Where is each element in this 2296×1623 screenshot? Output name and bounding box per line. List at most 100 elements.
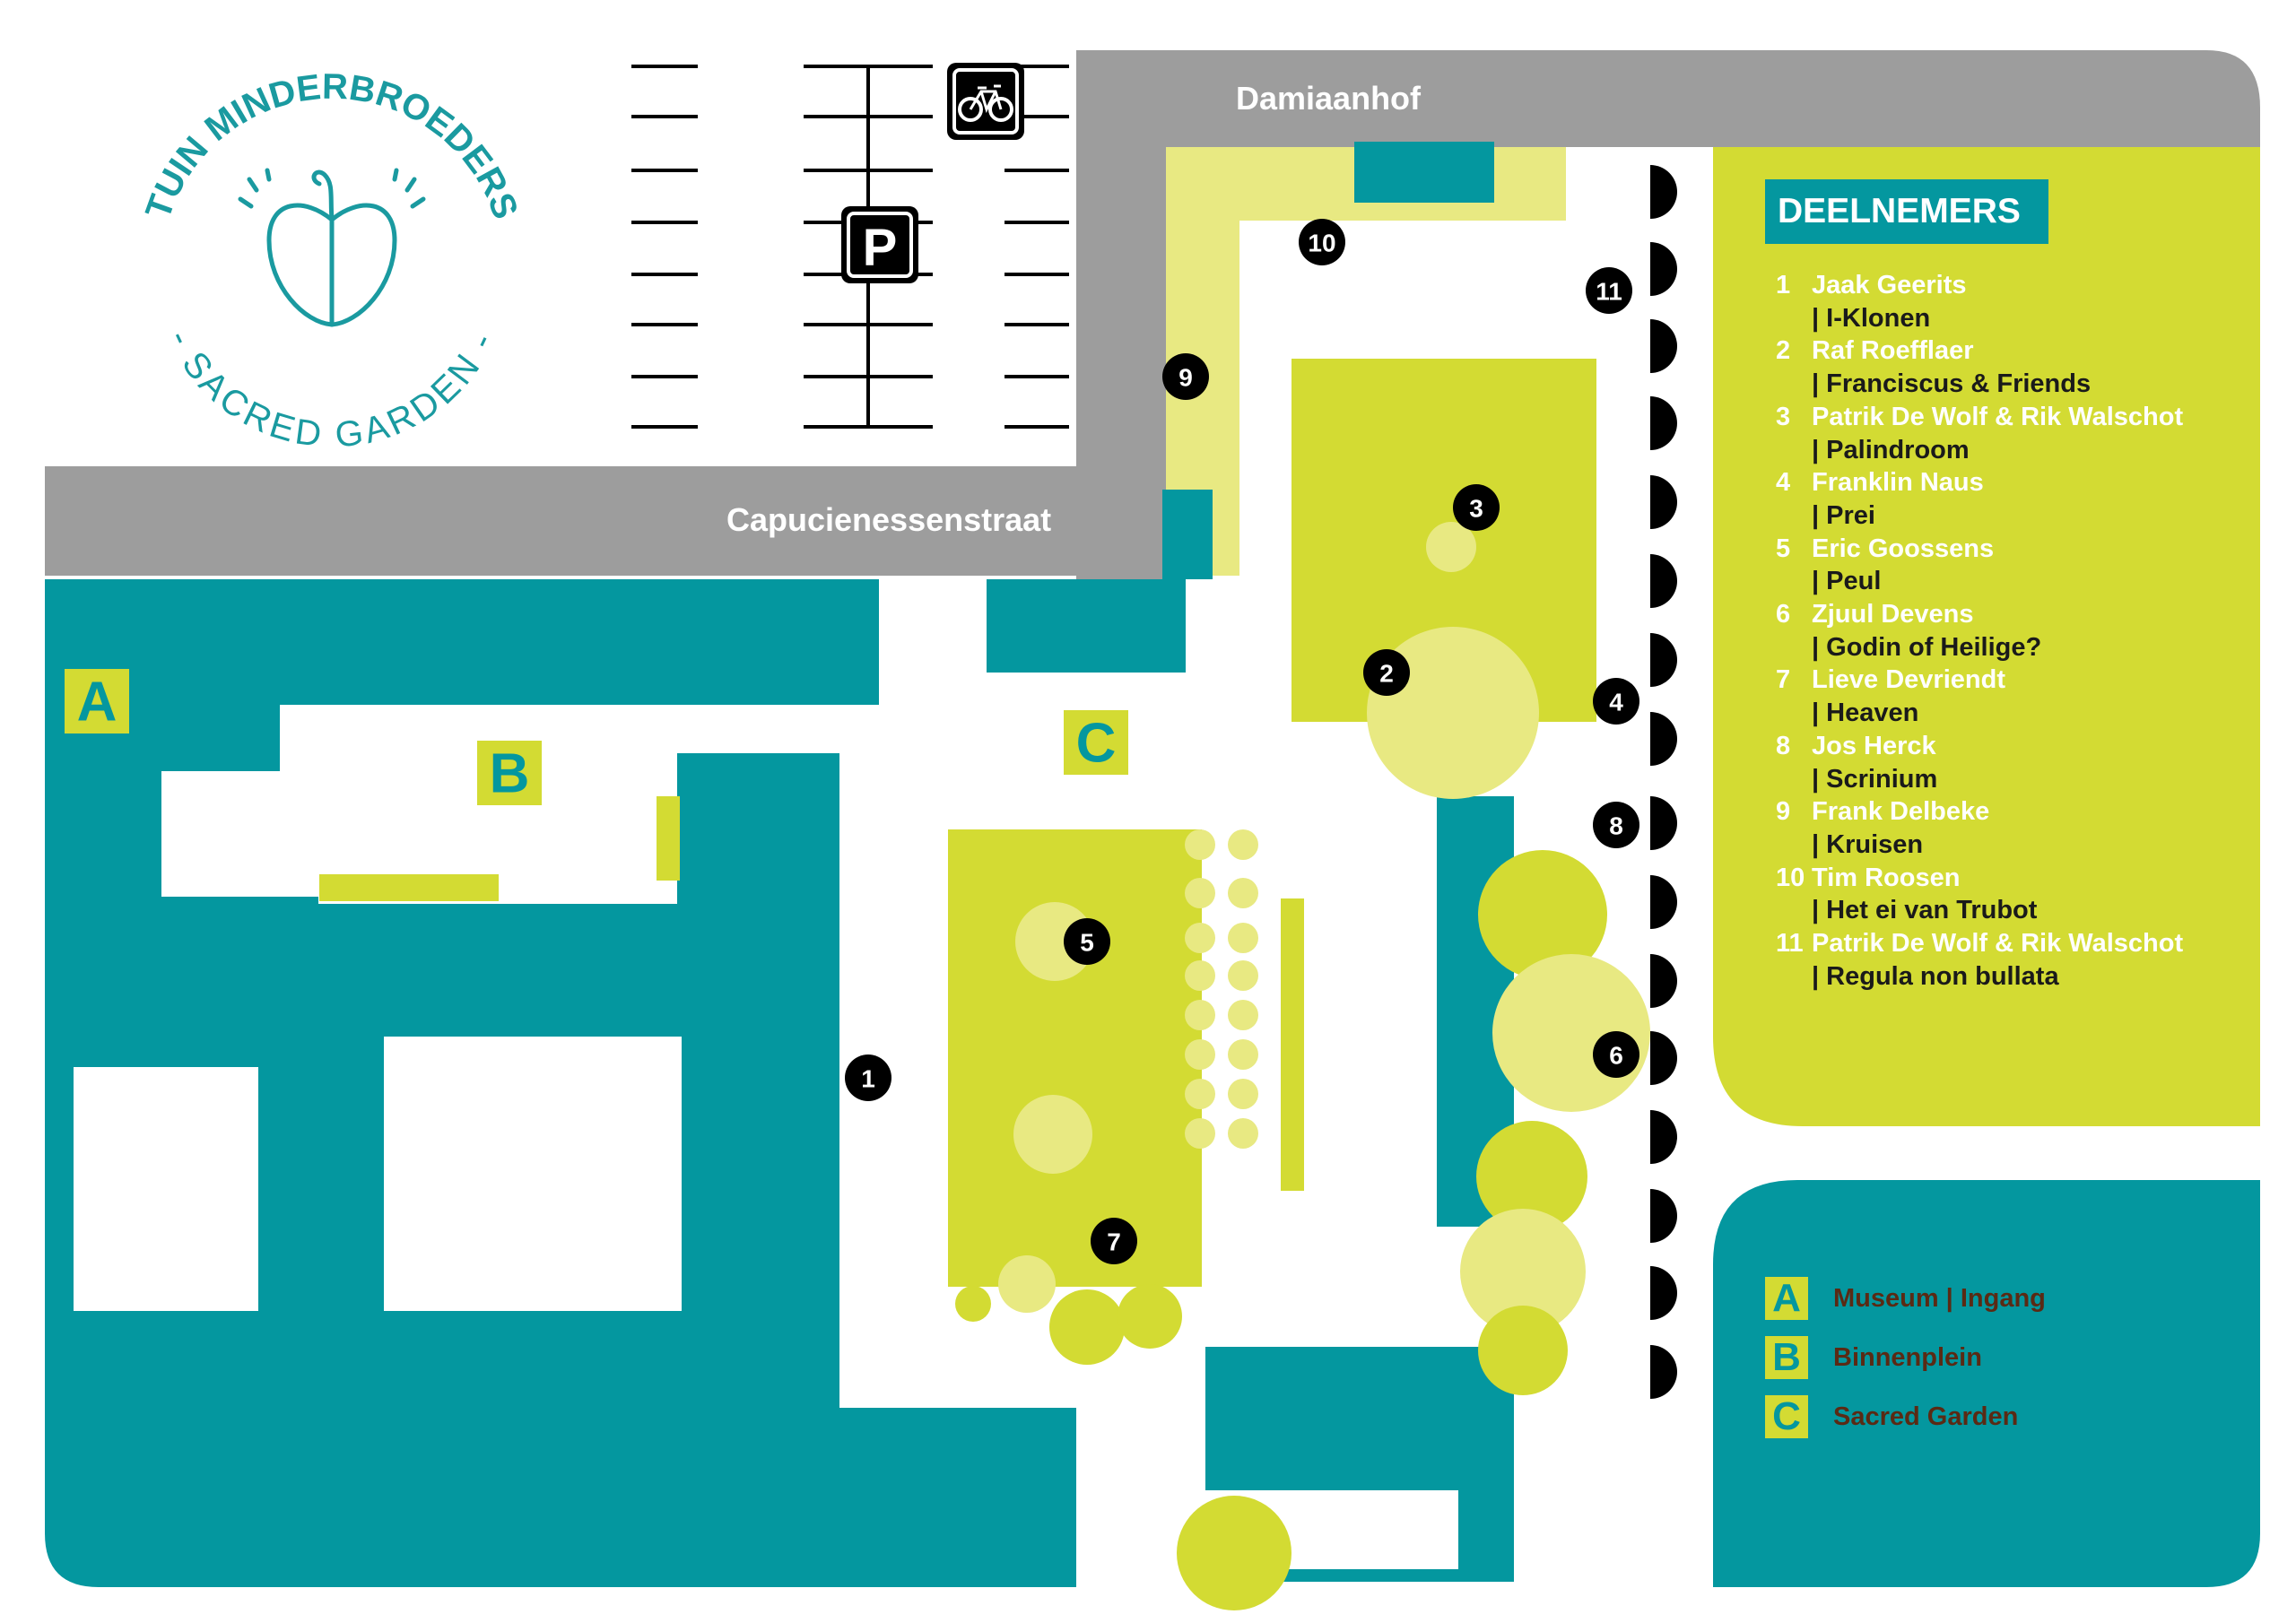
participant-work: | Franciscus & Friends	[1812, 369, 2092, 399]
participant-name: Tim Roosen	[1812, 863, 1961, 892]
legend-letter: B	[1765, 1336, 1808, 1379]
marker-number: 1	[861, 1065, 875, 1093]
tree	[1367, 627, 1539, 799]
legend-panel-bg	[1713, 1180, 2260, 1587]
small-tree	[1185, 1079, 1215, 1109]
small-tree	[1185, 960, 1215, 991]
participant-name: Frank Delbeke	[1812, 797, 1990, 827]
marker-number: 9	[1178, 364, 1193, 392]
hedge-marker	[1650, 796, 1677, 850]
marker-4: 4	[1593, 678, 1639, 725]
hedge-marker	[1650, 712, 1677, 766]
tree	[1013, 1095, 1092, 1174]
participant-row: 2 Raf Roefflaer	[1776, 334, 2296, 368]
logo: TUIN MINDERBROEDERS - SACRED GARDEN -	[138, 67, 525, 456]
participant-name: Zjuul Devens	[1812, 600, 1974, 629]
tree	[1478, 1306, 1568, 1395]
legend-letter: C	[1765, 1395, 1808, 1438]
participant-row: 7 Lieve Devriendt	[1776, 664, 2296, 697]
marker-11: 11	[1586, 267, 1632, 314]
svg-text:B: B	[490, 743, 530, 805]
participant-work: | Peul	[1812, 567, 1882, 596]
marker-circle	[1586, 267, 1632, 314]
marker-6: 6	[1593, 1031, 1639, 1078]
svg-text:C: C	[1076, 713, 1117, 775]
marker-10: 10	[1299, 219, 1345, 265]
parking-icon: P	[841, 206, 918, 283]
participant-work: | Heaven	[1812, 699, 1919, 728]
white-area-2	[384, 1037, 682, 1311]
participant-work: | Het ei van Trubot	[1812, 896, 2038, 925]
participant-name: Raf Roefflaer	[1812, 336, 1974, 366]
tree	[1492, 954, 1650, 1112]
marker-circle	[1299, 219, 1345, 265]
participant-work: | Godin of Heilige?	[1812, 632, 2042, 662]
participants-title: DEELNEMERS	[1765, 179, 2048, 244]
participant-number: 11	[1776, 929, 1804, 959]
participant-name: Lieve Devriendt	[1812, 665, 2005, 695]
participant-number: 1	[1776, 271, 1791, 299]
hedge-marker	[1650, 242, 1677, 296]
marker-circle	[1593, 678, 1639, 725]
marker-circle	[1363, 649, 1410, 696]
marker-7: 7	[1091, 1218, 1137, 1264]
small-tree	[1185, 878, 1215, 908]
participant-number: 6	[1776, 600, 1791, 629]
svg-text:A: A	[77, 672, 117, 733]
participant-number: 4	[1776, 468, 1791, 498]
small-tree	[1228, 960, 1258, 991]
marker-circle	[1064, 918, 1110, 965]
hedge-markers	[1650, 165, 1677, 1399]
logo-bottom-text: - SACRED GARDEN -	[161, 324, 503, 455]
marker-circle	[1091, 1218, 1137, 1264]
lime-bar-b2	[657, 796, 680, 881]
marker-number: 6	[1609, 1042, 1623, 1070]
zone-c: C	[1064, 710, 1128, 775]
tree-row	[1185, 829, 1258, 1149]
participant-number: 7	[1776, 665, 1791, 695]
marker-1: 1	[845, 1055, 891, 1101]
legend-item: C Sacred Garden	[1765, 1387, 2046, 1446]
hedge-marker	[1650, 1345, 1677, 1399]
marker-5: 5	[1064, 918, 1110, 965]
legend-label: Sacred Garden	[1833, 1402, 2019, 1431]
participant-number: 2	[1776, 336, 1791, 366]
hedge-marker	[1650, 554, 1677, 608]
tree	[1118, 1284, 1182, 1349]
hedge-marker	[1650, 954, 1677, 1008]
lime-bar-b1	[319, 874, 499, 901]
hedge-marker	[1650, 875, 1677, 929]
marker-circle	[1162, 353, 1209, 400]
participant-name: Franklin Naus	[1812, 468, 1984, 498]
lime-garden-5	[948, 829, 1202, 1287]
street-capucienessenstraat	[45, 466, 1166, 576]
tree	[1460, 1209, 1586, 1334]
participant-work: | Palindroom	[1812, 435, 1970, 464]
participants-panel-bg	[1713, 147, 2260, 1126]
hedge-marker	[1650, 1110, 1677, 1164]
small-tree	[1185, 923, 1215, 953]
small-tree	[1228, 1118, 1258, 1149]
participant-row: 4 Franklin Naus	[1776, 466, 2296, 499]
hedge-marker	[1650, 633, 1677, 687]
label-capucienessenstraat: Capucienessenstraat	[726, 501, 1051, 538]
hedge-marker	[1650, 475, 1677, 529]
zone-a: A	[65, 669, 129, 733]
participant-work: | I-Klonen	[1812, 303, 1931, 333]
trees	[955, 522, 1650, 1610]
tree	[955, 1286, 991, 1322]
tree	[1015, 902, 1094, 981]
white-area-1	[74, 1067, 258, 1311]
teal-block-near-street	[1162, 490, 1213, 579]
marker-3: 3	[1453, 484, 1500, 531]
participant-work: | Prei	[1812, 500, 1875, 530]
participant-number: 3	[1776, 402, 1791, 431]
